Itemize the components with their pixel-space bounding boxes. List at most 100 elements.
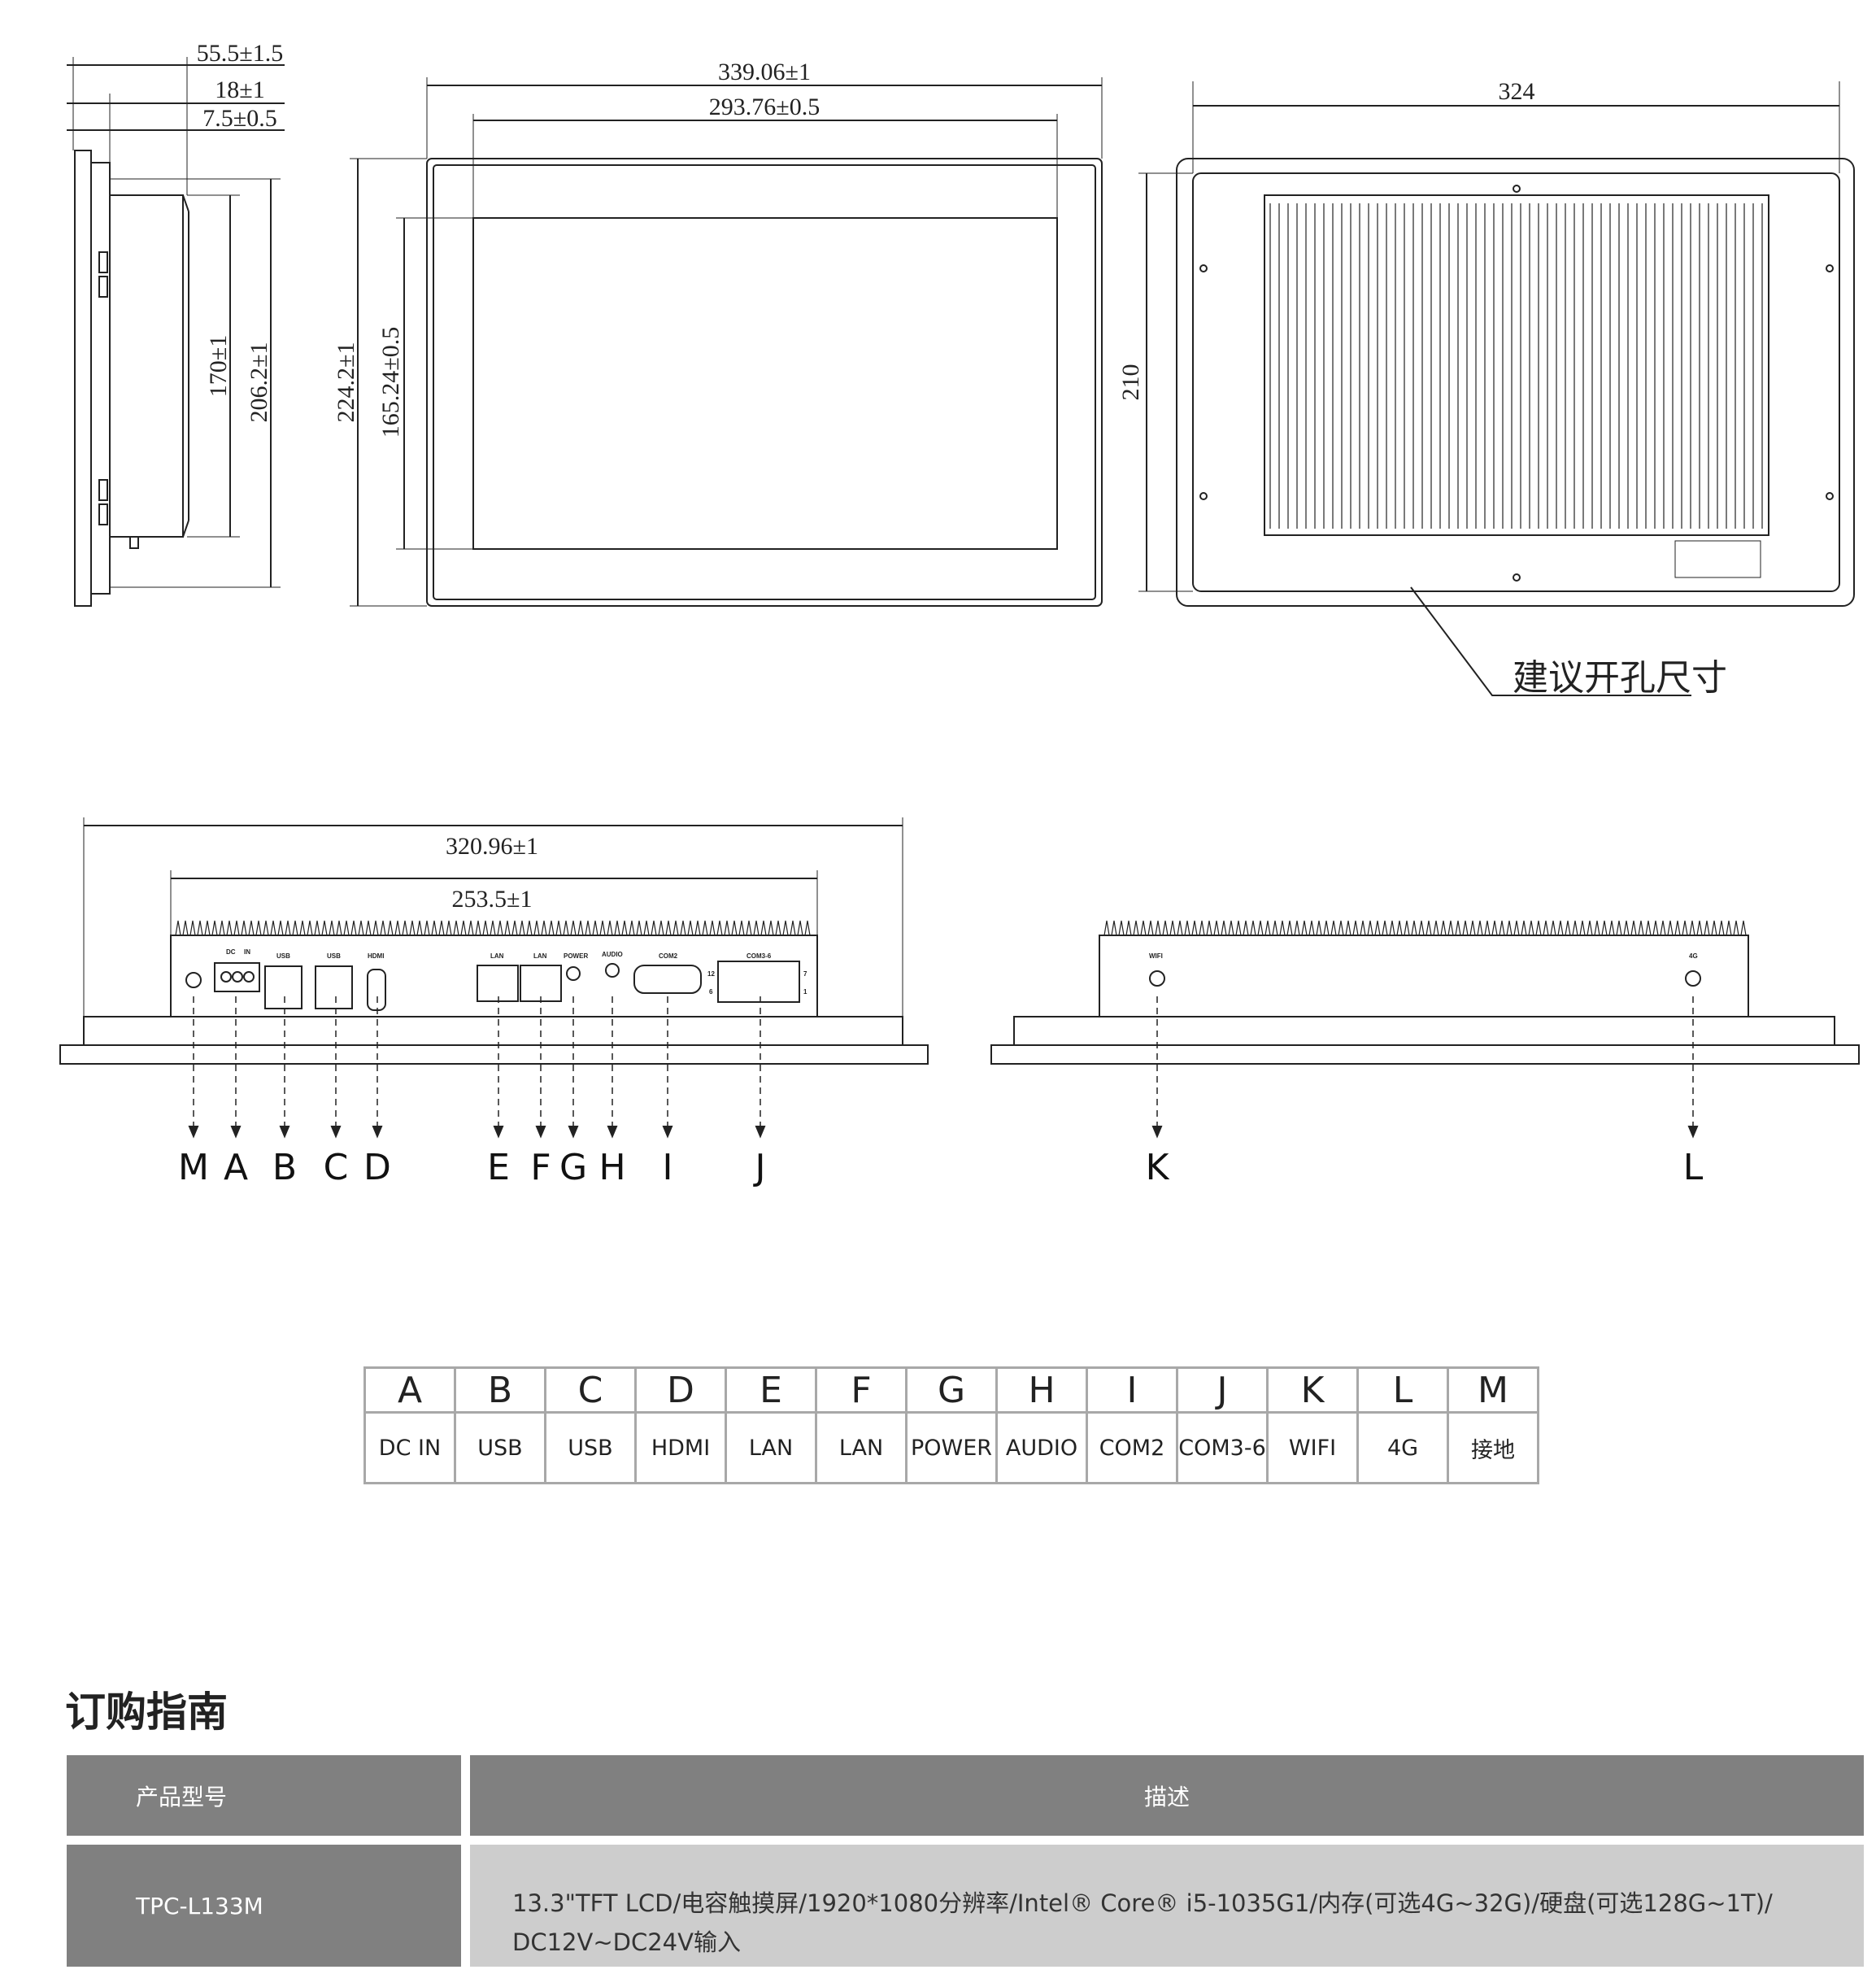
dim-body-depth: 18±1 — [215, 76, 264, 103]
arrow-down-icon — [279, 1126, 290, 1139]
port-letter: B — [454, 1366, 546, 1414]
dim-screen-height: 165.24±0.5 — [377, 327, 404, 438]
arrow-down-icon — [568, 1126, 579, 1139]
callout-letter: D — [363, 1147, 391, 1188]
arrow-down-icon — [1151, 1126, 1163, 1139]
io-side-view: 320.96±1 253.5±1 DC IN USB USB HDMI LAN … — [59, 817, 929, 1065]
port-letter: K — [1266, 1366, 1359, 1414]
usb-port-icon — [264, 965, 303, 1009]
audio-jack-icon — [605, 963, 620, 978]
pin-label: 7 — [803, 970, 807, 978]
port-label: USB — [327, 952, 341, 960]
arrow-down-icon — [230, 1126, 242, 1139]
port-name: USB — [544, 1411, 637, 1484]
port-name: USB — [454, 1411, 546, 1484]
pin-label: 6 — [709, 988, 713, 996]
port-label: USB — [276, 952, 290, 960]
port-name: COM3-6 — [1176, 1411, 1269, 1484]
port-letter: D — [634, 1366, 727, 1414]
port-label: AUDIO — [602, 951, 623, 958]
callout-letter: C — [324, 1147, 349, 1188]
ordering-title: 订购指南 — [65, 1689, 228, 1736]
dim-io-body-width: 253.5±1 — [452, 886, 533, 913]
port-letter: A — [363, 1366, 456, 1414]
com2-port-icon — [633, 965, 702, 994]
port-name: 4G — [1356, 1411, 1449, 1484]
header-model: 产品型号 — [67, 1755, 461, 1836]
callout-letter: J — [753, 1147, 766, 1188]
back-view: 324 210 建议开孔尺寸 — [1117, 78, 1855, 699]
arrow-down-icon — [330, 1126, 342, 1139]
dim-io-width: 320.96±1 — [446, 833, 538, 860]
dim-cutout-height: 210 — [1117, 364, 1144, 401]
callout-letter: M — [178, 1147, 209, 1188]
port-label: DC — [226, 948, 236, 956]
description-line: DC12V~DC24V输入 — [512, 1928, 741, 1956]
hdmi-port-icon — [367, 969, 386, 1011]
port-label: COM2 — [659, 952, 678, 960]
port-letter: I — [1086, 1366, 1178, 1414]
port-label: HDMI — [368, 952, 384, 960]
ground-port-icon — [185, 972, 202, 988]
port-label: LAN — [490, 952, 504, 960]
port-letter: H — [995, 1366, 1088, 1414]
port-name: POWER — [905, 1411, 998, 1484]
port-name: LAN — [815, 1411, 908, 1484]
callout-letter: I — [663, 1147, 673, 1188]
arrow-down-icon — [755, 1126, 766, 1139]
arrow-down-icon — [372, 1126, 383, 1139]
callout-letter: K — [1146, 1147, 1170, 1188]
callout-letter: L — [1683, 1147, 1704, 1188]
port-name: AUDIO — [995, 1411, 1088, 1484]
port-letter: J — [1176, 1366, 1269, 1414]
port-letter: E — [725, 1366, 817, 1414]
pin-label: 12 — [707, 970, 715, 978]
callout-letter: B — [272, 1147, 297, 1188]
4g-antenna-icon — [1685, 970, 1701, 987]
arrow-down-icon — [188, 1126, 199, 1139]
cutout-label: 建议开孔尺寸 — [1513, 657, 1727, 699]
port-label: WIFI — [1149, 952, 1163, 960]
header-description: 描述 — [470, 1755, 1864, 1836]
port-label: IN — [244, 948, 250, 956]
callout-letter: A — [224, 1147, 248, 1188]
arrow-down-icon — [493, 1126, 504, 1139]
port-letter: L — [1356, 1366, 1449, 1414]
port-name: HDMI — [634, 1411, 727, 1484]
description-line: 13.3"TFT LCD/电容触摸屏/1920*1080分辨率/Intel® C… — [512, 1889, 1773, 1917]
port-label: 4G — [1689, 952, 1698, 960]
port-label: LAN — [533, 952, 547, 960]
callout-letter: G — [559, 1147, 587, 1188]
dim-cutout-width: 324 — [1499, 78, 1535, 105]
technical-drawing: 55.5±1.5 18±1 7.5±0.5 170±1 206.2±1 339.… — [59, 40, 1860, 1188]
port-name: LAN — [725, 1411, 817, 1484]
dim-back-height: 206.2±1 — [246, 342, 272, 423]
dim-panel-depth: 7.5±0.5 — [202, 105, 276, 132]
port-letter: F — [815, 1366, 908, 1414]
port-letter: G — [905, 1366, 998, 1414]
power-button-icon — [566, 966, 581, 981]
lan-port-icon — [520, 965, 562, 1002]
arrow-down-icon — [1687, 1126, 1699, 1139]
dim-body-height: 170±1 — [205, 335, 232, 397]
port-name: WIFI — [1266, 1411, 1359, 1484]
order-row-description: 13.3"TFT LCD/电容触摸屏/1920*1080分辨率/Intel® C… — [470, 1845, 1864, 1967]
dim-front-height: 224.2±1 — [333, 342, 359, 423]
callout-letter: F — [530, 1147, 551, 1188]
port-label: COM3-6 — [746, 952, 772, 960]
antenna-side-view: WIFI 4G — [990, 920, 1860, 1065]
callout-letter: E — [487, 1147, 510, 1188]
arrow-down-icon — [607, 1126, 618, 1139]
port-name: DC IN — [363, 1411, 456, 1484]
arrow-down-icon — [535, 1126, 546, 1139]
port-letter: M — [1447, 1366, 1539, 1414]
port-label: POWER — [564, 952, 588, 960]
side-view: 55.5±1.5 18±1 7.5±0.5 170±1 206.2±1 — [67, 40, 285, 607]
dim-overall-depth: 55.5±1.5 — [197, 40, 283, 67]
port-letter: C — [544, 1366, 637, 1414]
usb-port-icon — [315, 965, 353, 1009]
front-view: 339.06±1 293.76±0.5 224.2±1 165.24±0.5 — [333, 59, 1103, 607]
lan-port-icon — [477, 965, 519, 1002]
